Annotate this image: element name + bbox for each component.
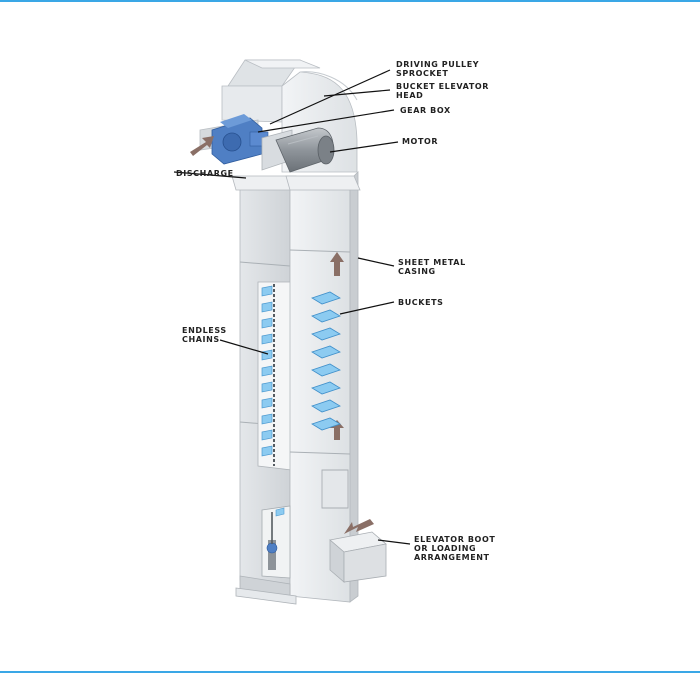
chain-buckets (261, 285, 273, 457)
label-motor: MOTOR (402, 137, 438, 146)
top-border-line (0, 0, 700, 2)
buckets (311, 291, 341, 431)
label-casing: CASING (398, 267, 436, 276)
label-elevator-boot: ELEVATOR BOOT (414, 535, 495, 544)
label-sprocket: SPROCKET (396, 69, 448, 78)
drive-unit (211, 114, 335, 173)
leader-lines (173, 69, 411, 545)
bottom-border-line (0, 671, 700, 673)
label-endless: ENDLESS (182, 326, 227, 335)
label-sheet-metal: SHEET METAL (398, 258, 466, 267)
label-bucket-elevator: BUCKET ELEVATOR (396, 82, 489, 91)
label-head: HEAD (396, 91, 423, 100)
label-chains: CHAINS (182, 335, 220, 344)
label-or-loading: OR LOADING (414, 544, 476, 553)
elevator-boot (235, 505, 387, 605)
label-discharge: DISCHARGE (176, 169, 234, 178)
label-driving-pulley: DRIVING PULLEY (396, 60, 479, 69)
label-arrangement: ARRANGEMENT (414, 553, 490, 562)
label-buckets: BUCKETS (398, 298, 444, 307)
discharge-arrow (190, 136, 214, 156)
label-gear-box: GEAR BOX (400, 106, 451, 115)
